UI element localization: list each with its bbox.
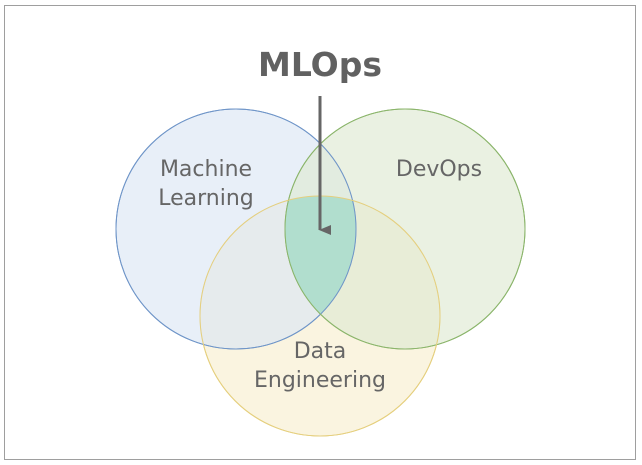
machine-learning-label-line1: Machine (160, 157, 252, 182)
machine-learning-outline (115, 108, 357, 350)
data-engineering-label-line1: Data (294, 339, 347, 364)
data-engineering-label-line2: Engineering (254, 368, 386, 393)
machine-learning-label-line2: Learning (158, 186, 254, 211)
diagram-title: MLOps (258, 45, 382, 84)
devops-outline (284, 108, 526, 350)
devops-label: DevOps (396, 157, 482, 182)
